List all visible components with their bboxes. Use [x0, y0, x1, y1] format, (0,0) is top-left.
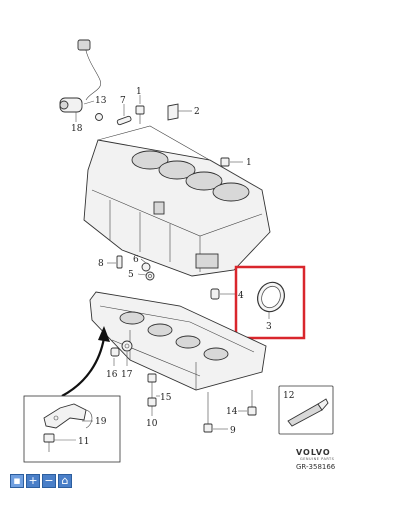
callout-13[interactable]: 13: [95, 96, 107, 106]
diagram-reference: GR-358166: [296, 463, 336, 471]
zoom-out-icon[interactable]: −: [42, 474, 56, 488]
callout-3[interactable]: 3: [266, 322, 272, 332]
bolt-part[interactable]: [135, 105, 145, 124]
dowel-pin-part[interactable]: [116, 255, 123, 269]
callout-17[interactable]: 17: [121, 370, 133, 380]
callout-1-right[interactable]: 1: [246, 158, 252, 168]
callout-5[interactable]: 5: [128, 270, 134, 280]
callout-14[interactable]: 14: [226, 407, 238, 417]
long-bolt-part[interactable]: [147, 373, 157, 408]
sleeve-part[interactable]: [210, 288, 220, 300]
seal-ring-part[interactable]: [253, 278, 289, 316]
bolt-9-part[interactable]: [203, 392, 213, 433]
callout-16[interactable]: 16: [106, 370, 118, 380]
sealant-inset[interactable]: [278, 385, 334, 435]
select-icon[interactable]: ▪: [10, 474, 24, 488]
callout-9[interactable]: 9: [230, 426, 236, 436]
callout-2[interactable]: 2: [194, 107, 200, 117]
bolt-part-right[interactable]: [220, 157, 230, 167]
bracket-part[interactable]: [167, 103, 179, 121]
callout-8[interactable]: 8: [98, 259, 104, 269]
callout-19[interactable]: 19: [95, 417, 107, 427]
arrowhead: [98, 326, 110, 342]
callout-15[interactable]: 15: [160, 393, 172, 403]
sensor-part[interactable]: [59, 39, 103, 121]
engine-block[interactable]: [83, 125, 271, 277]
inset-detail[interactable]: [23, 395, 121, 463]
brand-name: VOLVO: [296, 448, 331, 457]
callout-10[interactable]: 10: [146, 419, 158, 429]
brand-tagline: GENUINE PARTS: [300, 457, 335, 461]
callout-11[interactable]: 11: [78, 437, 89, 447]
callout-6[interactable]: 6: [133, 255, 139, 265]
zoom-in-icon[interactable]: +: [26, 474, 40, 488]
bolt-14-part[interactable]: [247, 390, 257, 416]
callout-18[interactable]: 18: [71, 124, 83, 134]
callout-12[interactable]: 12: [283, 391, 294, 401]
washer-part[interactable]: [145, 271, 155, 281]
callout-7[interactable]: 7: [120, 96, 126, 106]
stud-part[interactable]: [110, 347, 120, 357]
pin-part[interactable]: [116, 115, 132, 126]
callout-1-top[interactable]: 1: [136, 87, 142, 97]
callout-4[interactable]: 4: [238, 291, 244, 301]
nut-part[interactable]: [121, 340, 133, 352]
highlight-box: [234, 265, 306, 340]
viewer-toolbar: ▪ + − ⌂: [10, 474, 72, 488]
home-icon[interactable]: ⌂: [58, 474, 72, 488]
indicator-arrow: [61, 337, 106, 397]
plug-part[interactable]: [141, 262, 151, 272]
